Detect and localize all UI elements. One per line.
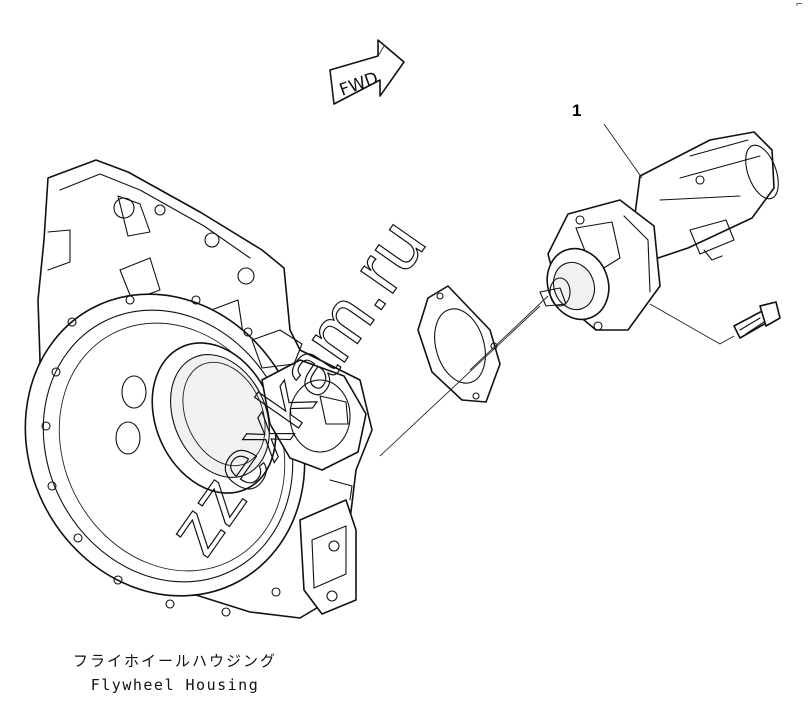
fwd-label: FWD bbox=[337, 68, 381, 100]
callout-number-1: 1 bbox=[572, 101, 581, 120]
caption-english: Flywheel Housing bbox=[90, 676, 260, 694]
caption-japanese: フライホイールハウジング bbox=[72, 652, 277, 670]
corner-mark: ⌐ bbox=[795, 0, 803, 10]
flywheel-housing bbox=[24, 159, 373, 619]
starter-motor bbox=[539, 131, 779, 331]
mounting-bolt bbox=[733, 301, 781, 339]
fwd-arrow: FWD bbox=[329, 39, 405, 105]
leader-lines bbox=[379, 123, 735, 457]
gasket bbox=[417, 285, 501, 403]
